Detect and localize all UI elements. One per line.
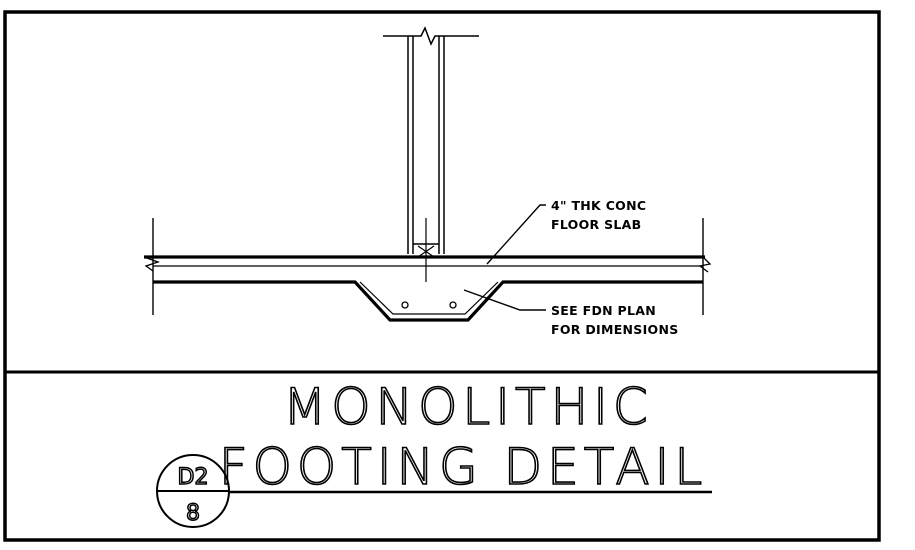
title-line1: MONOLITHIC bbox=[283, 378, 653, 436]
slab-break-left bbox=[143, 256, 160, 272]
title-line2: FOOTING DETAIL bbox=[219, 438, 707, 496]
slab-note-line2: FLOOR SLAB bbox=[551, 217, 641, 232]
fdn-note-line2: FOR DIMENSIONS bbox=[551, 322, 679, 337]
fdn-note-line1: SEE FDN PLAN bbox=[551, 303, 656, 318]
slab-note-leader bbox=[486, 204, 546, 265]
detail-number: D2 bbox=[178, 465, 209, 490]
detail-linework bbox=[143, 26, 712, 322]
rebar bbox=[449, 301, 457, 309]
wall-break-line bbox=[383, 26, 479, 46]
sheet-border bbox=[3, 10, 881, 542]
slab-note-line1: 4" THK CONC bbox=[551, 198, 646, 213]
sill-cross bbox=[417, 245, 435, 258]
fdn-note-leader bbox=[463, 289, 546, 311]
slab-bottom bbox=[153, 280, 703, 322]
rebar bbox=[401, 301, 409, 309]
sheet-number: 8 bbox=[186, 501, 200, 526]
slab-break-right bbox=[698, 256, 712, 273]
footing-inner bbox=[359, 281, 499, 315]
